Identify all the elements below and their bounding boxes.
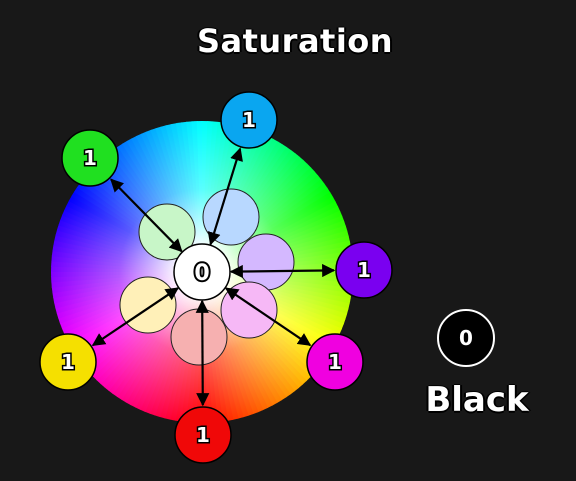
black-node: 0 xyxy=(437,309,495,367)
arrow-to-red xyxy=(195,299,210,407)
outer-node-magenta: 1 xyxy=(306,333,364,391)
arrow-to-violet xyxy=(229,263,336,279)
outer-node-circle xyxy=(306,333,364,391)
black-label: Black xyxy=(425,380,529,420)
inner-tint-red-tint xyxy=(170,308,228,366)
outer-node-label: 1 xyxy=(83,146,97,170)
outer-node-label: 1 xyxy=(242,108,256,132)
outer-node-cyan: 1 xyxy=(220,91,278,149)
arrow-to-cyan xyxy=(207,147,243,246)
title: Saturation xyxy=(196,22,394,60)
outer-node-circle xyxy=(174,406,232,464)
outer-node-label: 1 xyxy=(61,350,75,374)
inner-tint-violet-tint xyxy=(237,233,295,291)
outer-node-circle xyxy=(335,241,393,299)
outer-node-red: 1 xyxy=(174,406,232,464)
inner-tint-yellow-tint xyxy=(119,276,177,334)
outer-node-circle xyxy=(220,91,278,149)
outer-node-yellow: 1 xyxy=(39,333,97,391)
arrow-to-magenta xyxy=(224,287,312,347)
center-node: 0 xyxy=(173,243,231,301)
outer-node-circle xyxy=(39,333,97,391)
outer-node-circle xyxy=(61,129,119,187)
center-node-label: 0 xyxy=(194,261,209,286)
outer-node-violet: 1 xyxy=(335,241,393,299)
outer-node-label: 1 xyxy=(357,258,371,282)
arrow-to-yellow xyxy=(91,287,180,347)
arrow-to-green xyxy=(110,178,183,253)
outer-node-label: 1 xyxy=(328,350,342,374)
arrows xyxy=(91,147,336,407)
outer-node-green: 1 xyxy=(61,129,119,187)
outer-node-label: 1 xyxy=(196,423,210,447)
black-node-label: 0 xyxy=(459,326,473,350)
outer-nodes: 1 1 1 1 1 1 xyxy=(39,91,393,464)
inner-tint-blue-tint xyxy=(202,188,260,246)
